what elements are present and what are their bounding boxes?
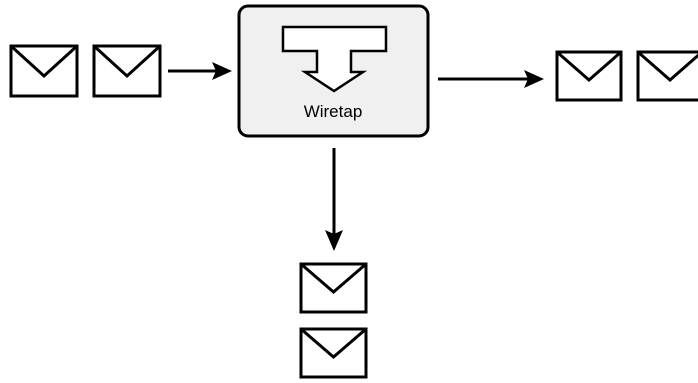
- tap-message-envelope-icon: [299, 262, 368, 314]
- wiretap-label: Wiretap: [304, 102, 363, 121]
- tap-message-envelope-icon: [299, 327, 368, 379]
- input-message-envelope-icon: [9, 44, 79, 98]
- output-message-envelope-icon: [636, 50, 698, 102]
- input-message-envelope-icon: [92, 44, 162, 98]
- tap-flow-arrow: [325, 148, 343, 251]
- wiretap-tee-icon: [281, 25, 388, 93]
- wiretap-component: Wiretap: [237, 4, 430, 138]
- output-flow-arrow: [438, 70, 544, 88]
- output-message-envelope-icon: [555, 50, 623, 102]
- input-flow-arrow: [168, 62, 232, 80]
